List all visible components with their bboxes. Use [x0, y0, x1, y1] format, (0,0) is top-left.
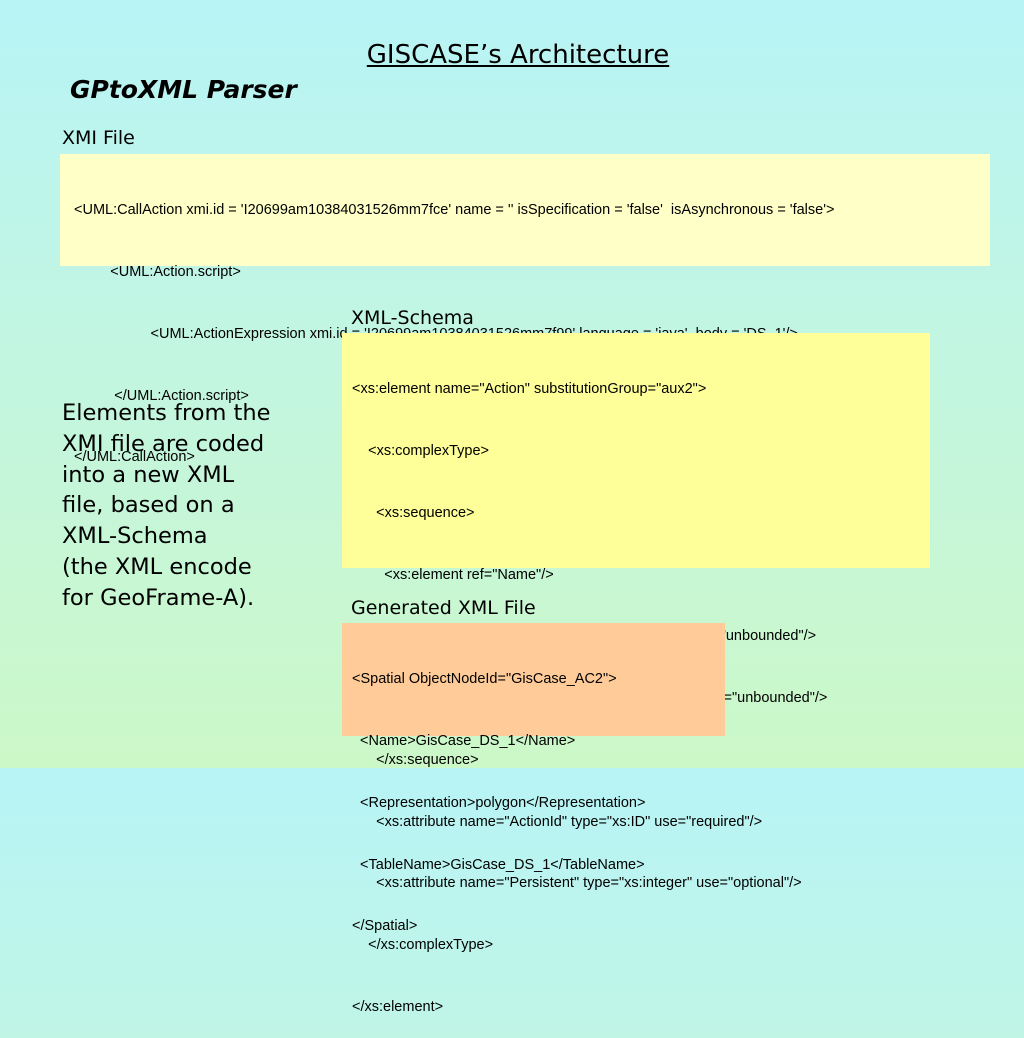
generated-code-line: <TableName>GisCase_DS_1</TableName> [352, 856, 645, 873]
xmi-code-line: </UML:Action.script> [74, 387, 249, 404]
description-line: XMI file are coded [62, 430, 265, 457]
schema-code-line: <xs:element name="Action" substitutionGr… [352, 381, 707, 398]
xmi-code-line: <UML:Action.script> [74, 263, 241, 280]
generated-code-line: </Spatial> [352, 918, 418, 935]
xmi-code-line: <UML:CallAction xmi.id = 'I20699am103840… [74, 202, 835, 219]
xmi-code-box: <UML:CallAction xmi.id = 'I20699am103840… [60, 154, 990, 465]
xmi-file-label: XMI File [62, 127, 135, 149]
description-line: for GeoFrame-A). [62, 584, 255, 611]
generated-code-line: <Name>GisCase_DS_1</Name> [352, 732, 576, 749]
description-line: (the XML encode [62, 553, 252, 580]
generated-xml-code-box: <Spatial ObjectNodeId="GisCase_AC2"> <Na… [342, 623, 725, 934]
schema-code-line: <xs:sequence> [352, 504, 475, 521]
schema-code-line: <xs:attribute name="ActionId" type="xs:I… [352, 813, 763, 830]
xmi-code-line: </UML:CallAction> [74, 449, 195, 466]
schema-code-line: <xs:element ref="Name"/> [352, 566, 554, 583]
generated-xml-label: Generated XML File [351, 597, 536, 619]
schema-code-line: </xs:element> [352, 999, 444, 1015]
schema-code-line: <xs:attribute name="Persistent" type="xs… [352, 875, 802, 892]
schema-code-line: </xs:complexType> [352, 937, 494, 954]
schema-code-line: <xs:complexType> [352, 442, 490, 459]
slide-subtitle: GPtoXML Parser [70, 75, 297, 104]
generated-code-line: <Representation>polygon</Representation> [352, 794, 646, 811]
generated-code-line: <Spatial ObjectNodeId="GisCase_AC2"> [352, 671, 617, 688]
description-line: into a new XML [62, 461, 235, 488]
slide-title: GISCASE’s Architecture [366, 40, 670, 70]
xml-schema-label: XML-Schema [351, 307, 474, 329]
description-line: XML-Schema [62, 523, 208, 550]
description-text: Elements from the XMI file are coded int… [62, 398, 332, 614]
xml-schema-code-box: <xs:element name="Action" substitutionGr… [342, 333, 930, 1015]
schema-code-line: </xs:sequence> [352, 751, 479, 768]
description-line: Elements from the [62, 400, 271, 426]
description-line: file, based on a [62, 492, 235, 519]
